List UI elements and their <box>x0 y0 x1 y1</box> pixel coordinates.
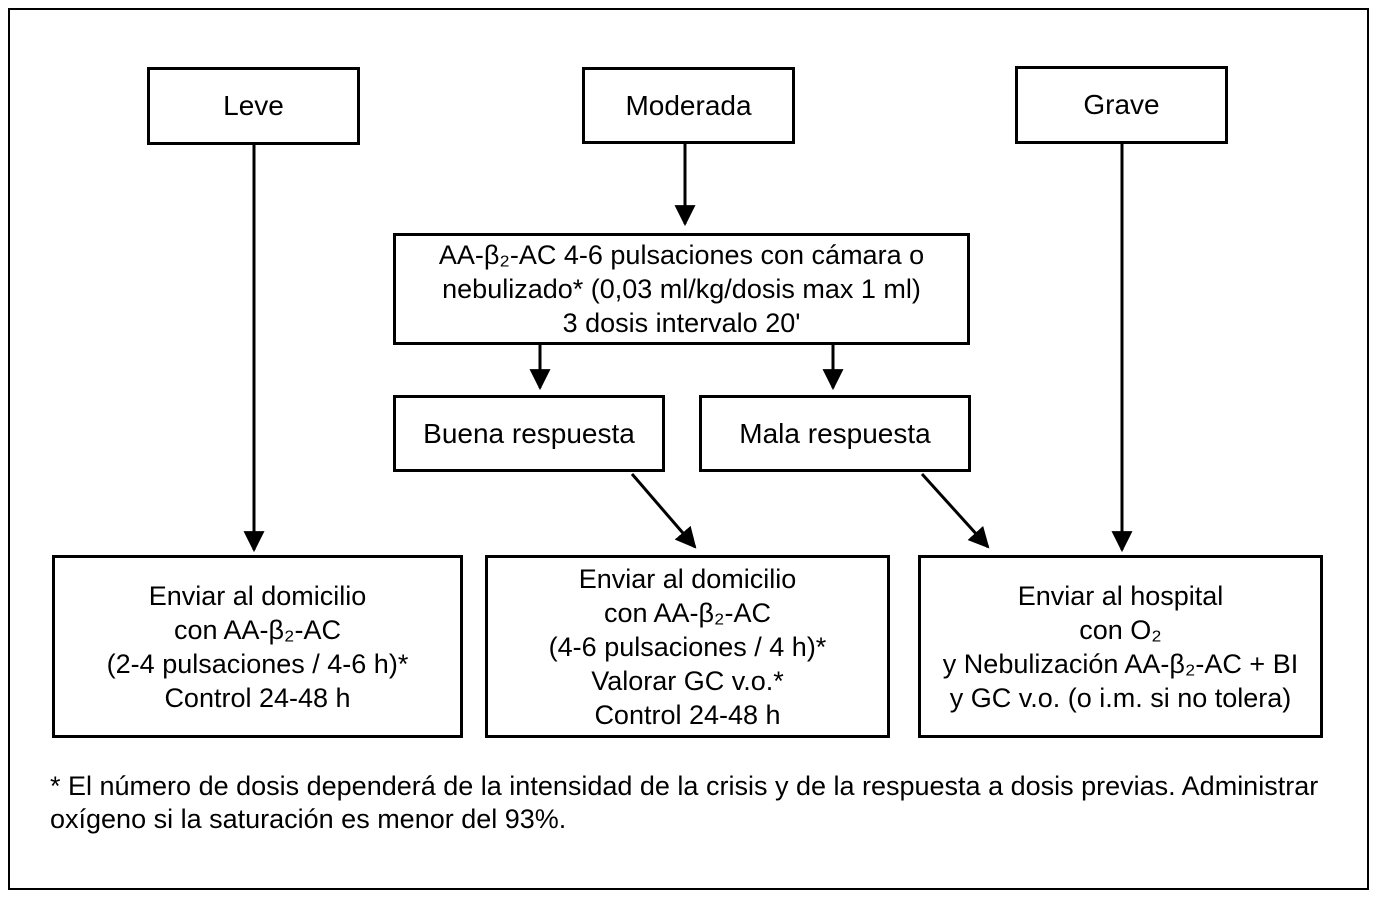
node-text-line: y GC v.o. (o i.m. si no tolera) <box>949 682 1292 713</box>
node-text-line: Enviar al domicilio <box>578 563 797 594</box>
node-text-line: Control 24-48 h <box>594 699 781 730</box>
node-buena-respuesta: Buena respuesta <box>393 395 665 472</box>
node-label: Moderada <box>625 89 752 121</box>
node-home-mild-outcome: Enviar al domicilio con AA-β₂-AC (2-4 pu… <box>52 555 463 738</box>
node-label: Mala respuesta <box>739 417 931 449</box>
node-aa-treatment: AA-β₂-AC 4-6 pulsaciones con cámara o ne… <box>393 233 970 345</box>
node-text-line: y Nebulización AA-β₂-AC + BI <box>942 648 1299 679</box>
node-severity-leve: Leve <box>147 67 360 145</box>
arrow-mala-to-hospital-icon <box>920 472 990 549</box>
node-label: Buena respuesta <box>423 417 635 449</box>
node-text-line: con AA-β₂-AC <box>173 614 342 645</box>
node-text-line: Enviar al hospital <box>1017 580 1224 611</box>
node-text-line: con AA-β₂-AC <box>603 597 772 628</box>
node-hospital-outcome: Enviar al hospital con O₂ y Nebulización… <box>918 555 1323 738</box>
footnote-line: Administrar oxígeno si la saturación es … <box>50 771 1319 834</box>
node-severity-grave: Grave <box>1015 66 1228 144</box>
node-text-line: 3 dosis intervalo 20' <box>562 308 801 338</box>
node-text-line: (4-6 pulsaciones / 4 h)* <box>548 631 827 662</box>
footnote: * El número de dosis dependerá de la int… <box>50 770 1350 836</box>
node-text-line: Valorar GC v.o.* <box>591 665 784 696</box>
node-severity-moderada: Moderada <box>582 67 795 144</box>
footnote-line: * El número de dosis dependerá de la int… <box>50 771 1176 801</box>
node-home-moderate-outcome: Enviar al domicilio con AA-β₂-AC (4-6 pu… <box>485 555 890 738</box>
node-text-line: nebulizado* (0,03 ml/kg/dosis max 1 ml) <box>442 274 921 304</box>
arrow-buena-to-home-moderate-icon <box>630 473 697 549</box>
node-text-line: AA-β₂-AC 4-6 pulsaciones con cámara o <box>438 240 925 270</box>
node-text-line: Enviar al domicilio <box>148 580 367 611</box>
node-label: Grave <box>1083 89 1160 120</box>
node-text-line: (2-4 pulsaciones / 4-6 h)* <box>106 648 409 679</box>
node-label: Leve <box>223 90 284 121</box>
node-text-line: con O₂ <box>1079 614 1162 645</box>
node-mala-respuesta: Mala respuesta <box>699 395 971 472</box>
node-text-line: Control 24-48 h <box>164 682 351 713</box>
